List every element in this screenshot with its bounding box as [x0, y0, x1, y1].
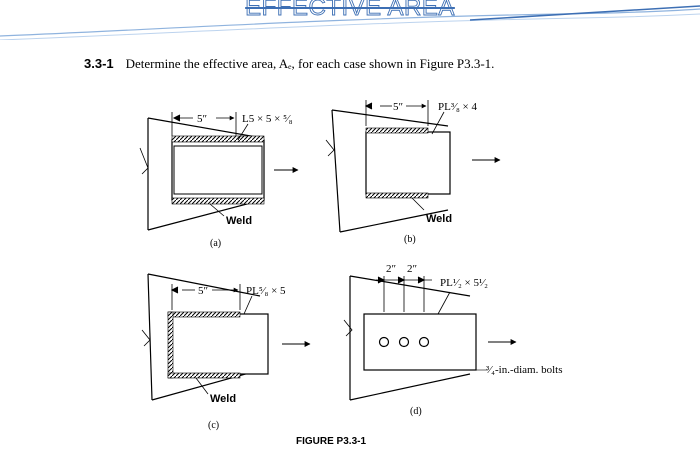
- member-label-c: PL⁵⁄₈ × 5: [246, 285, 286, 297]
- weld-label-a: Weld: [226, 215, 252, 227]
- problem-number: 3.3-1: [84, 56, 114, 71]
- problem-text: Determine the effective area, Aₑ, for ea…: [125, 56, 495, 71]
- weld-label-b: Weld: [426, 213, 452, 225]
- panel-c: 5″ PL⁵⁄₈ × 5 Weld (c): [141, 273, 311, 431]
- panel-label-a: (a): [210, 238, 221, 249]
- panel-a: 5″ L5 × 5 × ⁵⁄₈ Weld (a): [139, 112, 299, 249]
- figure-caption: FIGURE P3.3-1: [296, 436, 366, 447]
- slide-title: EFFECTIVE AREA: [245, 0, 455, 21]
- slide-header: EFFECTIVE AREA: [0, 0, 700, 41]
- dim-5in-c: 5″: [198, 285, 208, 297]
- dim-5in-a: 5″: [197, 113, 207, 125]
- member-label-a: L5 × 5 × ⁵⁄₈: [242, 113, 293, 125]
- member-label-d: PL¹⁄₂ × 5¹⁄₂: [440, 277, 488, 289]
- panel-label-d: (d): [410, 406, 422, 417]
- header-swoosh: [0, 5, 700, 41]
- bolt-row: [378, 336, 430, 348]
- member-label-b: PL³⁄₈ × 4: [438, 101, 478, 113]
- panel-label-c: (c): [208, 420, 219, 431]
- panel-b: 5″ PL³⁄₈ × 4 Weld (b): [325, 100, 501, 245]
- panel-label-b: (b): [404, 234, 416, 245]
- bolt-hole: [378, 336, 390, 348]
- bolt-hole: [418, 336, 430, 348]
- bolt-note: ³⁄₄-in.-diam. bolts: [486, 364, 563, 376]
- weld-label-c: Weld: [210, 393, 236, 405]
- dim-2in-first: 2″: [386, 263, 396, 275]
- bolt-hole: [398, 336, 410, 348]
- dim-5in-b: 5″: [393, 101, 403, 113]
- dim-2in-second: 2″: [407, 263, 417, 275]
- problem-statement: 3.3-1 Determine the effective area, Aₑ, f…: [84, 56, 684, 72]
- panel-d: 2″ 2″ PL¹⁄₂ × 5¹⁄₂ ³⁄₄-in.-diam. bolts (…: [343, 263, 563, 417]
